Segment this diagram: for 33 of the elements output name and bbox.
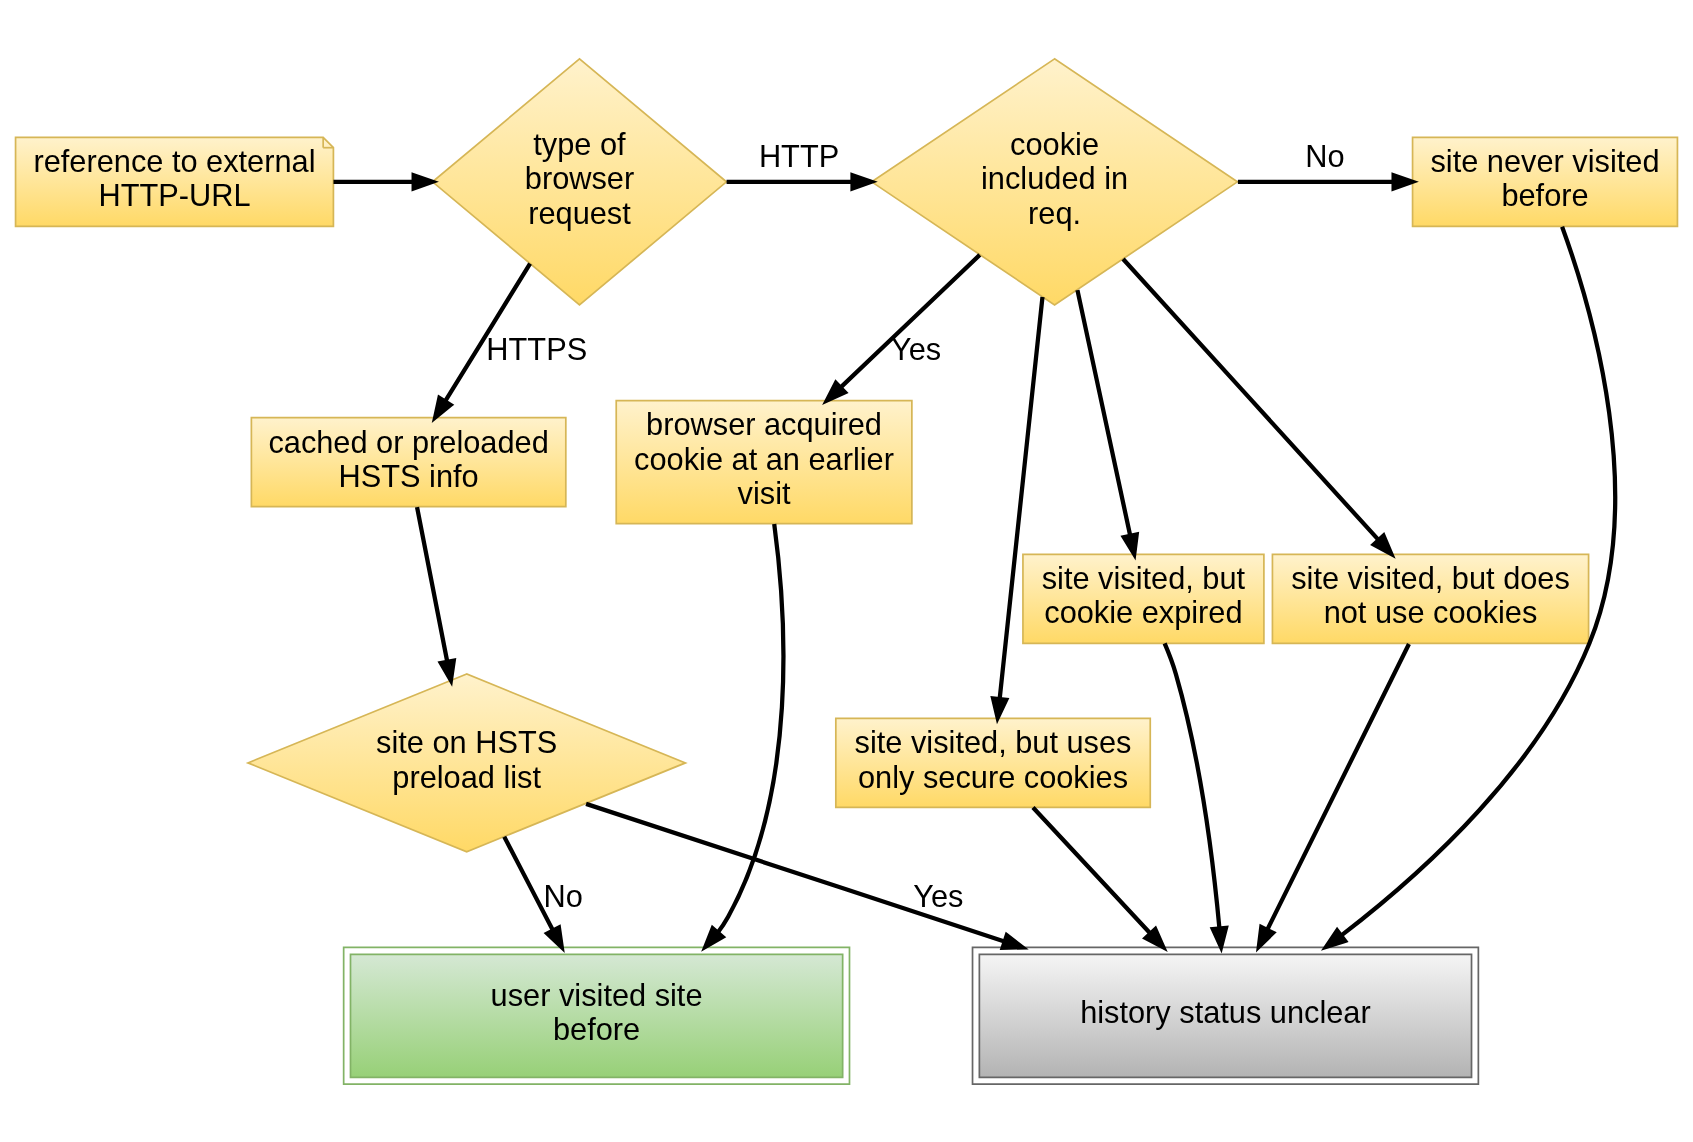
arrow	[990, 296, 1045, 724]
node-box: site visited, but uses only secure cookies	[834, 717, 1152, 808]
arrow	[701, 523, 786, 952]
edge-label: No	[1305, 138, 1345, 174]
edge-label: Yes	[891, 331, 942, 367]
arrow	[822, 252, 982, 405]
arrow	[726, 171, 878, 191]
node-box: cached or preloaded HSTS info	[250, 416, 567, 507]
arrow	[333, 171, 439, 191]
arrow	[431, 262, 532, 423]
arrow	[414, 506, 457, 687]
arrow	[1162, 642, 1229, 954]
node-diamond: cookie included in req.	[870, 57, 1239, 306]
edge-label: No	[543, 878, 583, 914]
edge-label: Yes	[913, 878, 964, 914]
arrow	[1320, 225, 1618, 951]
node-box: user visited site before	[342, 946, 851, 1085]
arrow	[502, 835, 565, 953]
node-box: history status unclear	[971, 946, 1480, 1085]
node-box: site visited, but does not use cookies	[1271, 553, 1590, 644]
arrow	[585, 801, 1029, 950]
arrow	[1075, 289, 1140, 561]
node-box: site never visited before	[1411, 136, 1679, 227]
node-box: site visited, but cookie expired	[1022, 553, 1265, 644]
node-diamond: type of browser request	[431, 57, 728, 306]
arrow	[1237, 171, 1419, 191]
node-diamond: site on HSTS preload list	[245, 672, 688, 853]
edge-label: HTTPS	[486, 331, 588, 367]
arrow	[1031, 805, 1168, 952]
arrow	[1121, 257, 1396, 559]
node-box: browser acquired cookie at an earlier visit	[615, 399, 913, 524]
arrow	[1255, 642, 1411, 953]
edge-label: HTTP	[758, 138, 840, 174]
